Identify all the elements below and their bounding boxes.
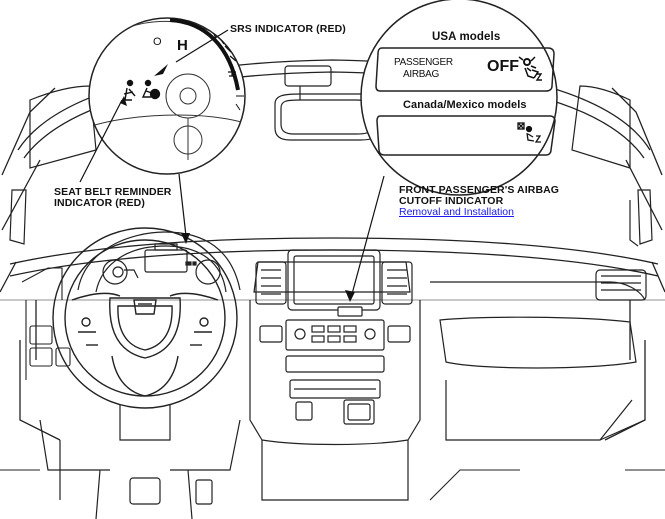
arrowheads	[120, 64, 355, 302]
seat-belt-label-line1: SEAT BELT REMINDER	[54, 186, 172, 198]
airbag-cutoff-label-line1: FRONT PASSENGER'S AIRBAG	[399, 184, 560, 196]
airbag-cutoff-label-line2: CUTOFF INDICATOR	[399, 195, 504, 207]
seat-belt-label-line2: INDICATOR (RED)	[54, 197, 145, 209]
removal-installation-link[interactable]: Removal and Installation	[399, 206, 514, 218]
seat-belt-icon	[123, 79, 136, 101]
airbag-indicator-zoom-circle	[360, 0, 558, 196]
left-switch-panel	[21, 267, 71, 380]
gauge-o-mark: O	[153, 36, 162, 48]
cluster-zoom-circle	[88, 17, 246, 175]
steering-wheel	[52, 227, 238, 409]
passenger-airbag-icon	[518, 56, 543, 81]
airbag-person-icon	[141, 79, 161, 100]
srs-indicator-label: SRS INDICATOR (RED)	[230, 23, 346, 35]
steering-column	[39, 405, 241, 519]
center-stack	[249, 249, 421, 501]
canada-panel-frame	[376, 115, 556, 156]
floor-area	[0, 469, 665, 501]
gauge-h-mark: H	[177, 37, 188, 54]
off-text: OFF	[487, 58, 519, 75]
passenger-dash	[430, 269, 647, 441]
passenger-text-line1: PASSENGER	[394, 57, 453, 68]
usa-models-heading: USA models	[432, 31, 501, 43]
usa-panel-frame	[375, 47, 555, 92]
dashboard-body	[0, 237, 665, 441]
passenger-airbag-crossed-icon	[517, 122, 542, 143]
canada-mexico-models-heading: Canada/Mexico models	[403, 99, 527, 111]
passenger-text-line2: AIRBAG	[403, 69, 439, 80]
leader-lines	[79, 29, 385, 295]
